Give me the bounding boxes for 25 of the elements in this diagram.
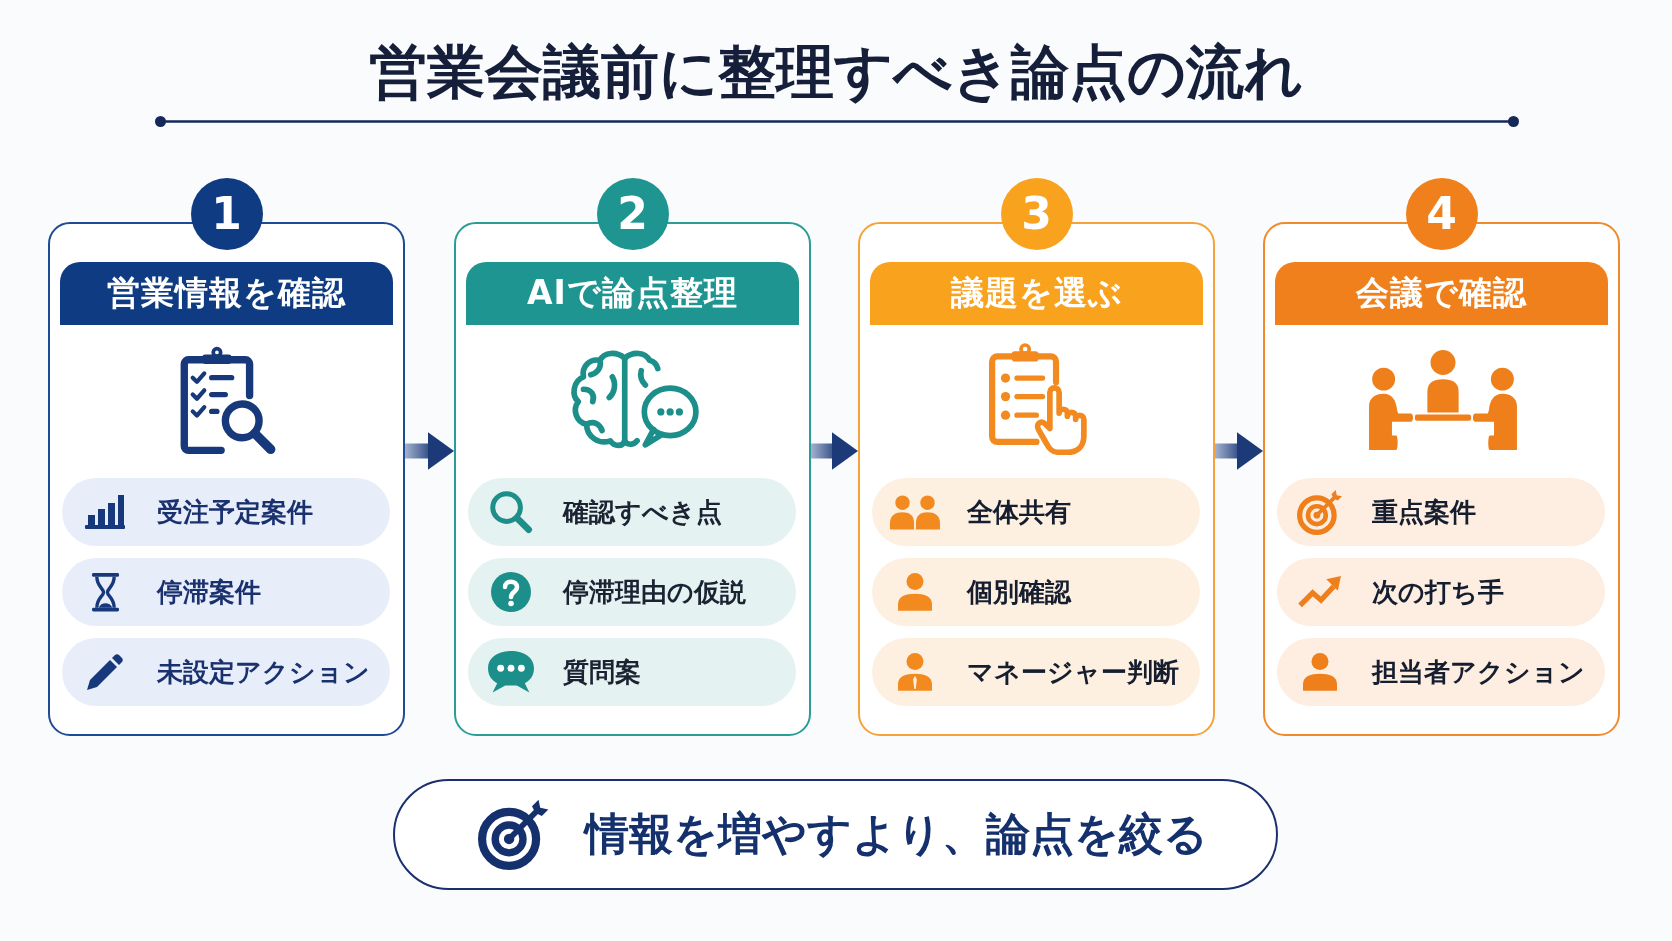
item-label: マネージャー判断 xyxy=(967,655,1179,689)
item-label: 確認すべき点 xyxy=(563,495,722,529)
header-band: 議題を選ぶ xyxy=(870,262,1203,325)
header-band: AIで論点整理 xyxy=(466,262,799,325)
item-label: 重点案件 xyxy=(1372,495,1476,529)
header-band: 会議で確認 xyxy=(1275,262,1608,325)
number-circle: 2 xyxy=(596,178,669,250)
item-label: 質問案 xyxy=(563,655,641,689)
number-circle: 1 xyxy=(190,178,263,250)
item-label: 個別確認 xyxy=(967,575,1071,609)
arrow xyxy=(405,432,454,470)
item-label: 全体共有 xyxy=(967,495,1071,529)
item-label: 受注予定案件 xyxy=(157,495,313,529)
arrow xyxy=(811,432,858,470)
title: 営業会議前に整理すべき論点の流れ xyxy=(369,38,1303,106)
number-circle: 4 xyxy=(1405,178,1478,250)
summary-text: 情報を増やすより、論点を絞る xyxy=(584,806,1208,861)
item-label: 停滞理由の仮説 xyxy=(563,575,746,609)
item-label: 停滞案件 xyxy=(157,575,261,609)
item-label: 担当者アクション xyxy=(1372,655,1585,689)
item-label: 次の打ち手 xyxy=(1372,575,1504,609)
number-circle: 3 xyxy=(1000,178,1073,250)
header-band: 営業情報を確認 xyxy=(60,262,393,325)
item-label: 未設定アクション xyxy=(157,655,370,689)
arrow xyxy=(1215,432,1263,470)
